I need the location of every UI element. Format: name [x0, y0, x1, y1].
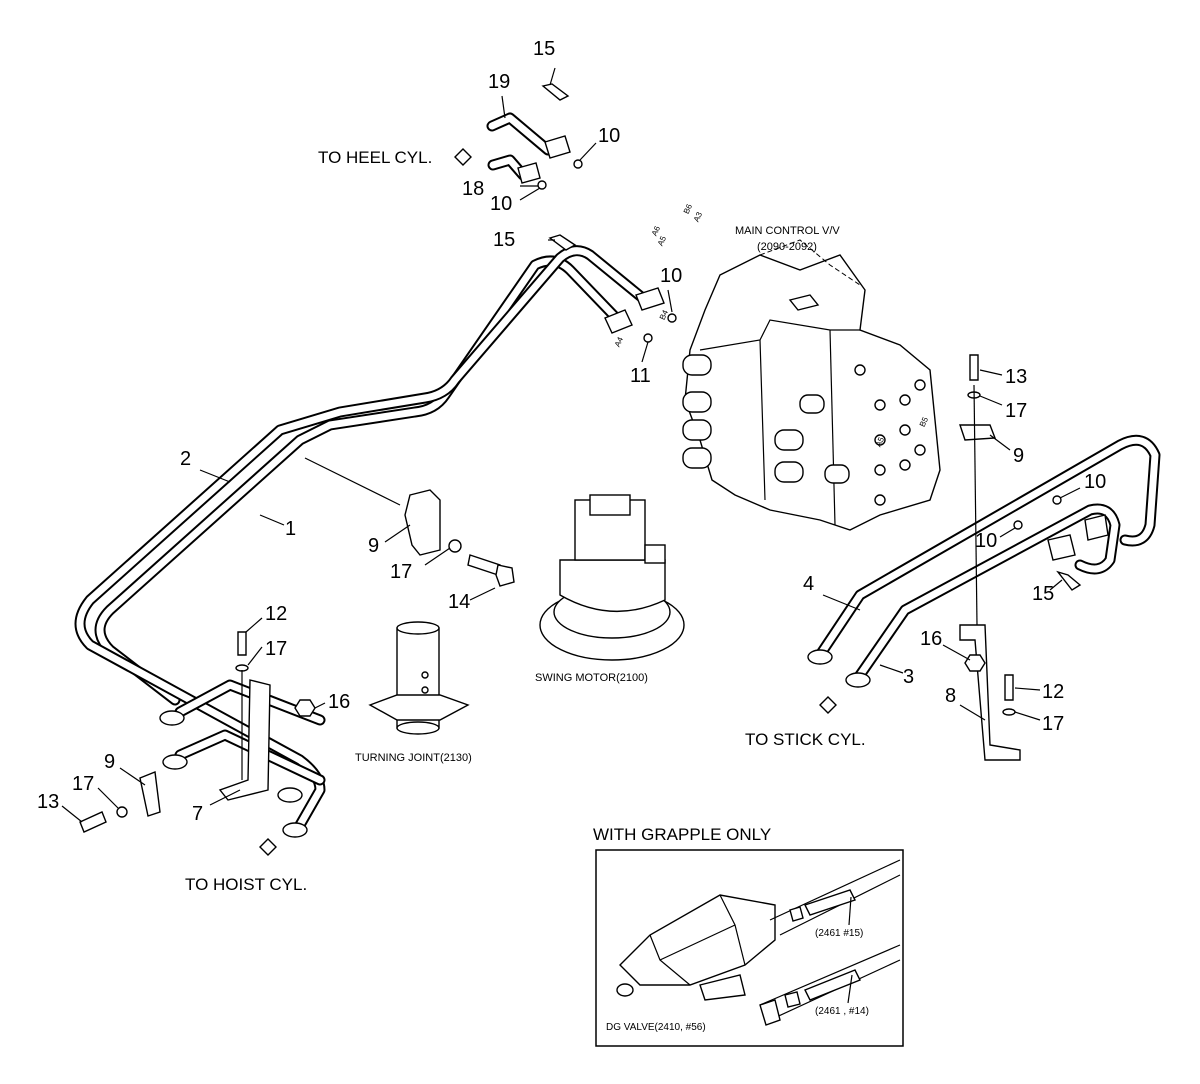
part-number: 4 [803, 573, 814, 595]
part-number: 12 [265, 603, 287, 625]
part-number: 13 [37, 791, 59, 813]
part-number: 9 [1013, 445, 1024, 467]
pipe-flanges [604, 287, 665, 334]
part-number: 15 [1032, 583, 1054, 605]
port-mark: B4 [658, 308, 671, 321]
part-number: 10 [598, 125, 620, 147]
bolt-15-mid [548, 234, 577, 251]
o-ring-10-top [573, 159, 583, 169]
clamp-9-center [404, 489, 441, 556]
turning-joint: TURNING JOINT(2130) [355, 621, 472, 764]
stick-callout: TO STICK CYL. [745, 730, 866, 749]
clamp-9-left [139, 771, 161, 817]
part-number: 16 [328, 691, 350, 713]
bolt-12-left [237, 631, 247, 656]
port-mark: A4 [613, 335, 626, 348]
grapple-ref-1: (2461 #15) [815, 928, 863, 939]
port-mark: A5 [656, 234, 669, 247]
swing-motor-label: SWING MOTOR(2100) [535, 672, 648, 684]
bolt-12-right [1004, 674, 1014, 701]
port-mark: A6 [650, 224, 663, 237]
part-number: 10 [490, 193, 512, 215]
part-numbers: 15 19 10 18 10 15 10 11 13 17 9 10 10 15… [37, 38, 1106, 825]
hoist-callout: TO HOIST CYL. [185, 875, 307, 894]
part-number: 16 [920, 628, 942, 650]
stick-arrow-icon [819, 696, 837, 714]
grapple-ref-2: (2461 , #14) [815, 1006, 869, 1017]
main-valve-label-1: MAIN CONTROL V/V [735, 225, 840, 237]
o-ring-10-mid [537, 180, 547, 190]
grapple-inset: WITH GRAPPLE ONLY DG VALVE(2410, #56) (2… [593, 825, 904, 1047]
elbow-18 [487, 154, 541, 184]
part-number: 17 [1005, 400, 1027, 422]
hoist-arrow-icon [259, 838, 277, 856]
port-mark: A5 [874, 435, 887, 448]
hoist-pipe-ends [159, 679, 326, 838]
part-number: 17 [1042, 713, 1064, 735]
bolt-14 [467, 554, 501, 576]
washer-17-center [448, 539, 462, 553]
turning-joint-label: TURNING JOINT(2130) [355, 752, 472, 764]
clamp-9-right [959, 424, 996, 441]
grapple-inset-title: WITH GRAPPLE ONLY [593, 825, 771, 844]
part-number: 14 [448, 591, 470, 613]
o-ring-10-valve [667, 313, 677, 323]
bolt-15-right [1056, 570, 1082, 591]
bracket-8 [959, 624, 1021, 761]
part-number: 10 [660, 265, 682, 287]
pipe-2 [74, 245, 651, 831]
port-mark: B5 [918, 415, 931, 428]
leader-lines [61, 95, 1081, 823]
part-number: 8 [945, 685, 956, 707]
port-mark: B6 [682, 202, 695, 215]
part-number: 15 [493, 229, 515, 251]
washer-17-left-b [116, 806, 128, 818]
pipe-3 [807, 503, 1121, 688]
washer-17-right-b [1002, 708, 1016, 716]
main-control-valve: MAIN CONTROL V/V (2090-2092) B6 A3 A6 A5… [613, 202, 941, 531]
part-number: 9 [368, 535, 379, 557]
part-number: 10 [1084, 471, 1106, 493]
part-number: 17 [265, 638, 287, 660]
part-number: 10 [975, 530, 997, 552]
part-number: 1 [285, 518, 296, 540]
part-number: 7 [192, 803, 203, 825]
part-number: 17 [72, 773, 94, 795]
swing-motor: SWING MOTOR(2100) [535, 494, 685, 684]
part-number: 9 [104, 751, 115, 773]
part-number: 12 [1042, 681, 1064, 703]
o-ring-10-right-a [1052, 495, 1062, 505]
dg-valve-label: DG VALVE(2410, #56) [606, 1022, 706, 1033]
heel-callout: TO HEEL CYL. [318, 148, 432, 167]
o-ring-11 [643, 333, 653, 343]
part-number: 2 [180, 448, 191, 470]
part-number: 17 [390, 561, 412, 583]
nut-16-left [294, 699, 316, 717]
part-number: 15 [533, 38, 555, 60]
part-number: 18 [462, 178, 484, 200]
part-number: 3 [903, 666, 914, 688]
pipe-19 [486, 112, 571, 159]
main-valve-label-2: (2090-2092) [757, 241, 817, 253]
part-number: 19 [488, 71, 510, 93]
nut-16-right [964, 654, 986, 672]
heel-arrow-icon [454, 148, 472, 166]
bolt-13-right [969, 354, 979, 381]
bolt-15-top [541, 67, 570, 101]
pipe-4 [814, 434, 1161, 661]
bracket-7 [218, 679, 271, 801]
port-mark: A3 [692, 210, 705, 223]
part-number: 13 [1005, 366, 1027, 388]
part-number: 11 [630, 365, 651, 387]
o-ring-10-right-b [1013, 520, 1023, 530]
bolt-13-left [79, 811, 107, 833]
